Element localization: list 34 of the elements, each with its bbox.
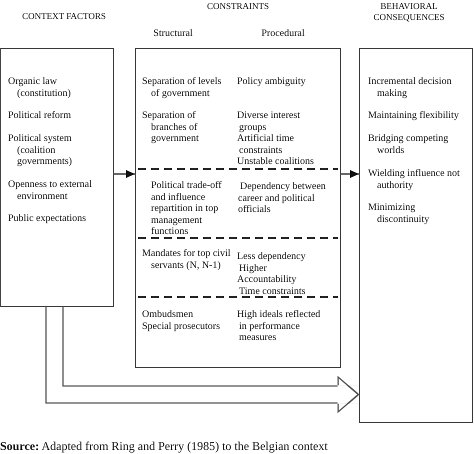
list-item-text: Diverse interest groups xyxy=(237,110,302,133)
list-item-text: Organic law (constitution) xyxy=(8,76,72,99)
list-item-text: Public expectations xyxy=(8,213,88,224)
list-item-text: Bridging competing worlds xyxy=(368,133,450,156)
list-item-text: Policy ambiguity xyxy=(237,76,307,88)
list-item-text: Higher Accountability xyxy=(237,262,298,286)
column-subheading: Structural xyxy=(152,28,194,40)
list-item-text: Separation of branches of government xyxy=(142,110,200,144)
column-heading: CONSTRAINTS xyxy=(206,1,270,12)
list-item-text: Unstable coalitions xyxy=(237,156,315,168)
list-item-text: Special prosecutors xyxy=(142,321,222,332)
column-subheading: Procedural xyxy=(260,28,306,40)
list-item-text: Political system (coalition governments) xyxy=(8,133,73,168)
list-item-text: Mandates for top civil servants (N, N-1) xyxy=(142,248,232,271)
block-arrow xyxy=(45,307,360,412)
column-heading: CONTEXT FACTORS xyxy=(21,10,107,22)
list-item-text: Openness to external environment xyxy=(8,179,93,202)
arrow xyxy=(114,170,135,178)
list-item-text: Minimizing discontinuity xyxy=(368,202,430,225)
list-item-text: Political reform xyxy=(8,110,72,122)
list-item-text: Incremental decision making xyxy=(368,76,453,99)
list-item-text: Separation of levels of government xyxy=(142,76,222,99)
arrow xyxy=(341,170,359,178)
list-item-text: Ombudsmen xyxy=(142,309,194,320)
source-caption: Source: Adapted from Ring and Perry (1985) to the Belgian context xyxy=(0,439,328,453)
list-item-text: Dependency between career and political officials xyxy=(238,181,327,216)
list-item-text: Political trade-off and influence repartition in top management functions xyxy=(151,180,223,238)
column-heading: BEHAVIORAL CONSEQUENCES xyxy=(372,1,446,23)
list-item-text: Maintaining flexibility xyxy=(368,110,460,122)
list-item-text: Less dependency xyxy=(237,251,307,262)
list-item-text: Artificial time constraints xyxy=(237,133,295,156)
list-item-text: High ideals reflected in performance measures xyxy=(237,309,322,344)
list-item-text: Time constraints xyxy=(238,286,307,298)
list-item-text: Wielding influence not authority xyxy=(368,168,461,191)
